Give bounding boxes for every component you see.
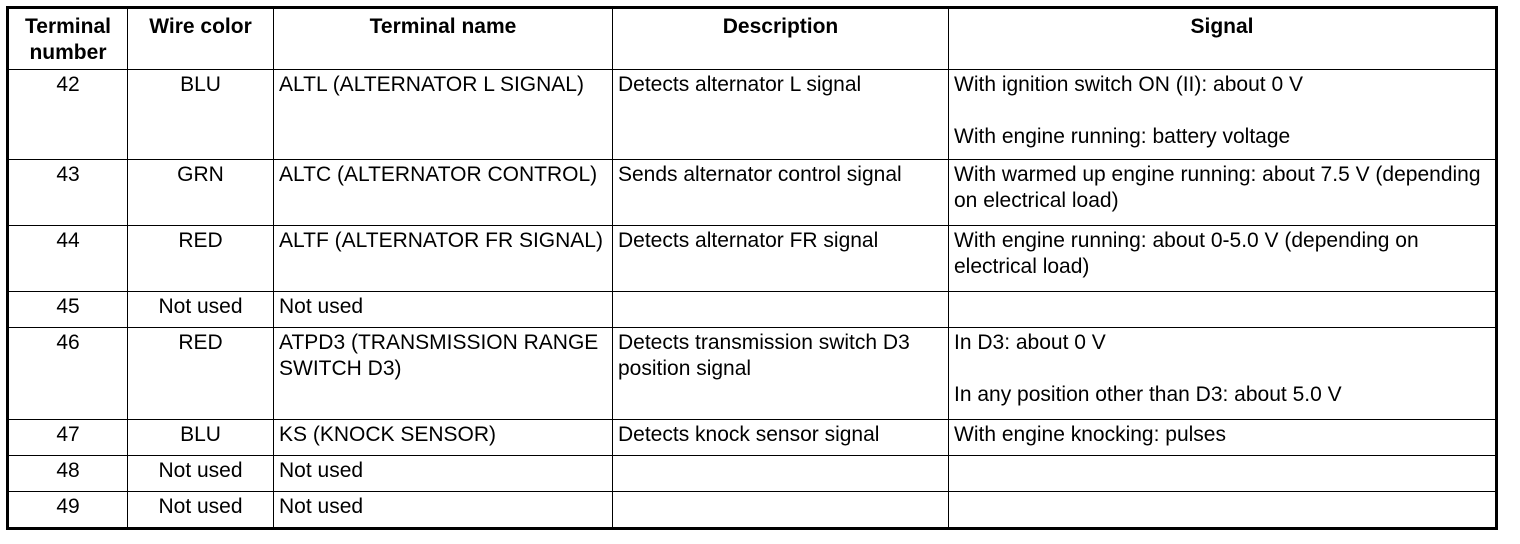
table-header: Terminal number Wire color Terminal name… (7, 7, 1497, 70)
cell-terminal-number: 49 (7, 491, 128, 529)
table-row: 43 GRN ALTC (ALTERNATOR CONTROL) Sends a… (7, 159, 1497, 226)
cell-description (612, 491, 949, 529)
cell-terminal-number: 47 (7, 419, 128, 456)
cell-wire-color: BLU (127, 419, 274, 456)
cell-signal-line2: In any position other than D3: about 5.0… (954, 383, 1342, 406)
cell-description: Detects alternator L signal (612, 69, 949, 160)
cell-signal: With engine running: about 0-5.0 V (depe… (948, 225, 1497, 292)
cell-signal (948, 291, 1497, 328)
cell-wire-color: GRN (127, 159, 274, 226)
cell-signal (948, 491, 1497, 529)
cell-terminal-number: 48 (7, 455, 128, 492)
cell-signal-line1: With ignition switch ON (II): about 0 V (954, 73, 1303, 96)
cell-description: Detects transmission switch D3 position … (612, 327, 949, 420)
cell-wire-color: BLU (127, 69, 274, 160)
column-header-terminal-name: Terminal name (273, 7, 613, 70)
table-row: 48 Not used Not used (7, 455, 1497, 492)
table-row: 45 Not used Not used (7, 291, 1497, 328)
cell-terminal-name: ALTC (ALTERNATOR CONTROL) (273, 159, 613, 226)
cell-wire-color: RED (127, 327, 274, 420)
cell-signal: With engine knocking: pulses (948, 419, 1497, 456)
cell-terminal-number: 42 (7, 69, 128, 160)
cell-terminal-name: Not used (273, 291, 613, 328)
cell-signal: In D3: about 0 V In any position other t… (948, 327, 1497, 420)
cell-signal: With warmed up engine running: about 7.5… (948, 159, 1497, 226)
column-header-terminal-number-line2: number (29, 41, 107, 64)
cell-description: Sends alternator control signal (612, 159, 949, 226)
cell-signal-spacer (954, 356, 1490, 382)
cell-terminal-name: KS (KNOCK SENSOR) (273, 419, 613, 456)
table-row: 46 RED ATPD3 (TRANSMISSION RANGE SWITCH … (7, 327, 1497, 420)
cell-description: Detects knock sensor signal (612, 419, 949, 456)
terminal-pinout-table: Terminal number Wire color Terminal name… (6, 6, 1498, 530)
column-header-terminal-number-line1: Terminal (25, 15, 111, 38)
cell-terminal-name: ALTL (ALTERNATOR L SIGNAL) (273, 69, 613, 160)
cell-terminal-number: 44 (7, 225, 128, 292)
table-row: 47 BLU KS (KNOCK SENSOR) Detects knock s… (7, 419, 1497, 456)
cell-terminal-name: ATPD3 (TRANSMISSION RANGE SWITCH D3) (273, 327, 613, 420)
cell-signal-spacer (954, 98, 1490, 124)
cell-signal-line2: With engine running: battery voltage (954, 125, 1291, 148)
table-row: 44 RED ALTF (ALTERNATOR FR SIGNAL) Detec… (7, 225, 1497, 292)
table-row: 42 BLU ALTL (ALTERNATOR L SIGNAL) Detect… (7, 69, 1497, 160)
cell-signal (948, 455, 1497, 492)
cell-terminal-number: 46 (7, 327, 128, 420)
table-body: 42 BLU ALTL (ALTERNATOR L SIGNAL) Detect… (7, 69, 1497, 529)
table-row: 49 Not used Not used (7, 491, 1497, 529)
cell-description (612, 291, 949, 328)
cell-wire-color: Not used (127, 455, 274, 492)
cell-terminal-name: ALTF (ALTERNATOR FR SIGNAL) (273, 225, 613, 292)
cell-description: Detects alternator FR signal (612, 225, 949, 292)
cell-signal-line1: In D3: about 0 V (954, 331, 1106, 354)
cell-signal: With ignition switch ON (II): about 0 V … (948, 69, 1497, 160)
column-header-signal: Signal (948, 7, 1497, 70)
cell-terminal-number: 45 (7, 291, 128, 328)
cell-wire-color: Not used (127, 291, 274, 328)
cell-terminal-name: Not used (273, 491, 613, 529)
cell-wire-color: RED (127, 225, 274, 292)
column-header-wire-color: Wire color (127, 7, 274, 70)
cell-terminal-name: Not used (273, 455, 613, 492)
table-header-row: Terminal number Wire color Terminal name… (7, 7, 1497, 70)
column-header-description: Description (612, 7, 949, 70)
cell-wire-color: Not used (127, 491, 274, 529)
cell-description (612, 455, 949, 492)
cell-terminal-number: 43 (7, 159, 128, 226)
column-header-terminal-number: Terminal number (7, 7, 128, 70)
